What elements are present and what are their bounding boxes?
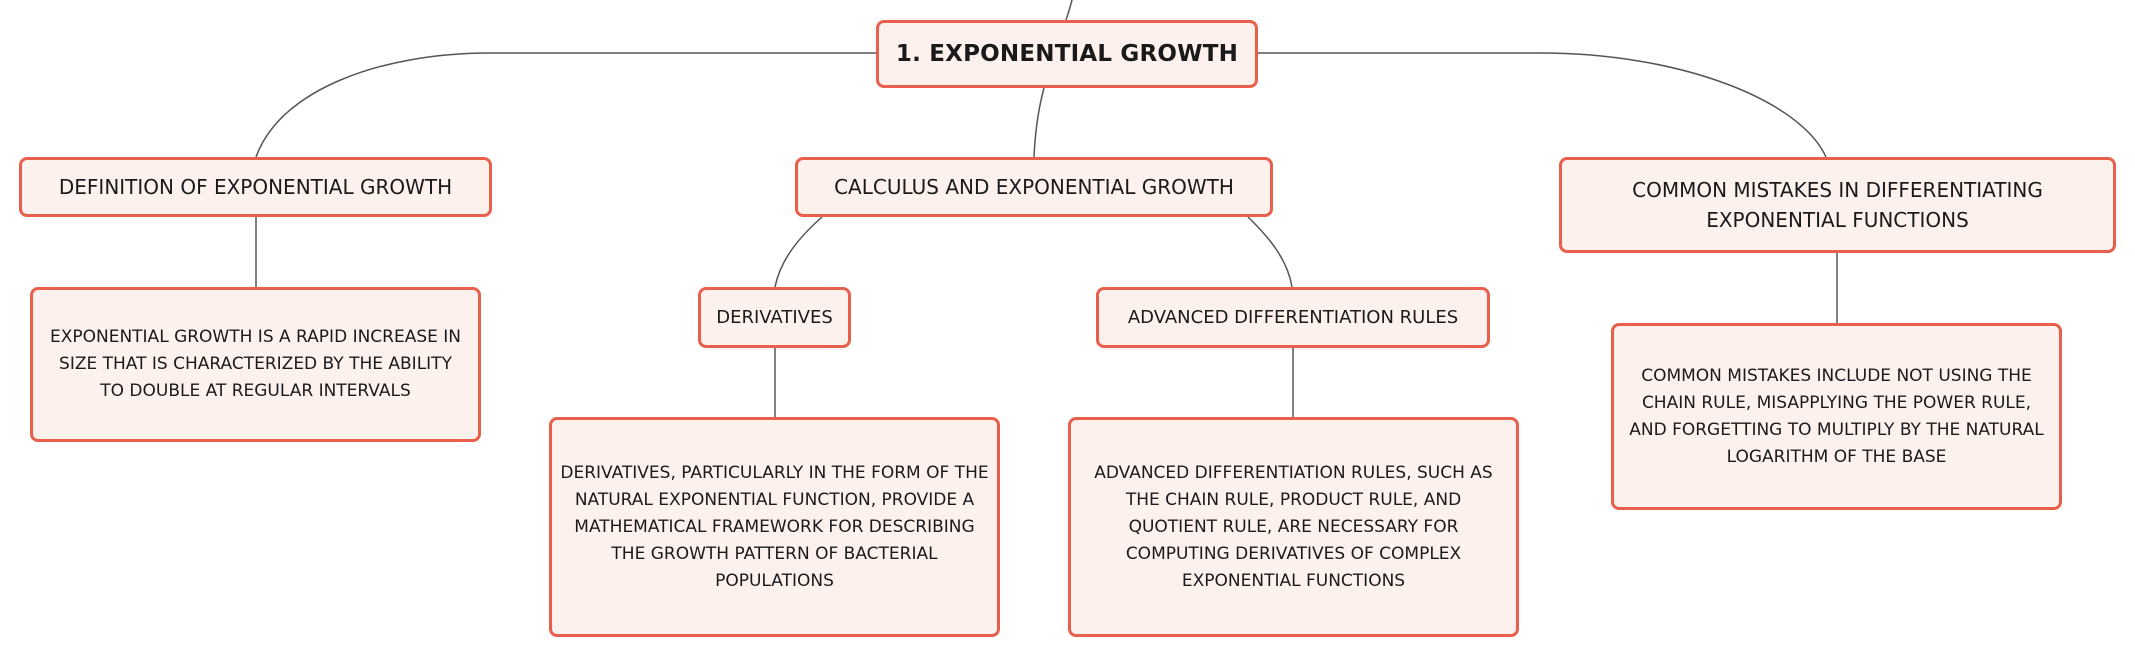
advanced-rules-node[interactable]: ADVANCED DIFFERENTIATION RULES — [1096, 287, 1490, 348]
branch-definition-node[interactable]: DEFINITION OF EXPONENTIAL GROWTH — [19, 157, 492, 217]
connector-calculus-advanced — [1247, 216, 1293, 288]
root-node[interactable]: 1. EXPONENTIAL GROWTH — [876, 20, 1258, 88]
branch-mistakes-node[interactable]: COMMON MISTAKES IN DIFFERENTIATING EXPON… — [1559, 157, 2116, 253]
connector-root-definition — [255, 52, 876, 158]
branch-mistakes-label: COMMON MISTAKES IN DIFFERENTIATING EXPON… — [1632, 178, 2043, 232]
derivatives-node[interactable]: DERIVATIVES — [698, 287, 851, 348]
definition-description-text: EXPONENTIAL GROWTH IS A RAPID INCREASE I… — [49, 327, 462, 401]
mistakes-description-text: COMMON MISTAKES INCLUDE NOT USING THE CH… — [1629, 365, 2044, 467]
advanced-rules-description-text: ADVANCED DIFFERENTIATION RULES, SUCH AS … — [1094, 462, 1493, 591]
branch-definition-label: DEFINITION OF EXPONENTIAL GROWTH — [58, 175, 453, 199]
connector-parent — [1065, 0, 1073, 21]
advanced-rules-description-node[interactable]: ADVANCED DIFFERENTIATION RULES, SUCH AS … — [1068, 417, 1519, 637]
branch-calculus-node[interactable]: CALCULUS AND EXPONENTIAL GROWTH — [795, 157, 1273, 217]
connector-root-mistakes — [1258, 52, 1827, 158]
connector-calculus-derivatives — [774, 216, 823, 288]
root-label: 1. EXPONENTIAL GROWTH — [895, 41, 1239, 67]
mistakes-description-node[interactable]: COMMON MISTAKES INCLUDE NOT USING THE CH… — [1611, 323, 2062, 510]
derivatives-label: DERIVATIVES — [716, 307, 833, 328]
derivatives-description-node[interactable]: DERIVATIVES, PARTICULARLY IN THE FORM OF… — [549, 417, 1000, 637]
definition-description-node[interactable]: EXPONENTIAL GROWTH IS A RAPID INCREASE I… — [30, 287, 481, 442]
branch-calculus-label: CALCULUS AND EXPONENTIAL GROWTH — [834, 175, 1234, 199]
connector-root-calculus — [1033, 87, 1045, 158]
advanced-rules-label: ADVANCED DIFFERENTIATION RULES — [1127, 307, 1459, 328]
derivatives-description-text: DERIVATIVES, PARTICULARLY IN THE FORM OF… — [560, 462, 989, 591]
